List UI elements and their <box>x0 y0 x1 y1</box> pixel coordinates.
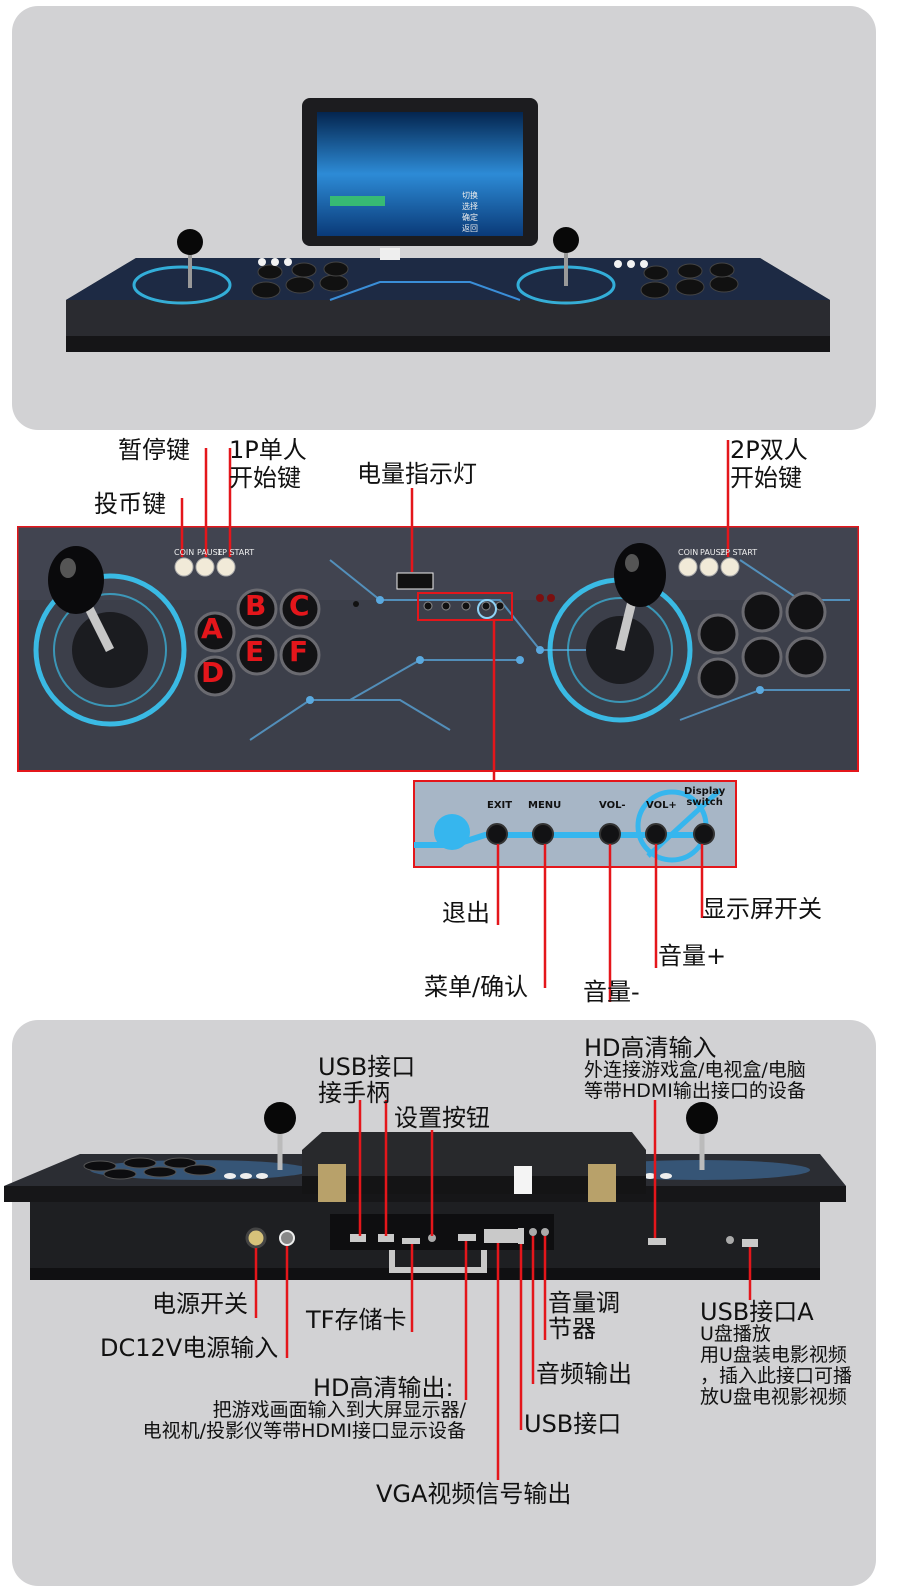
panel-mark-start-2p: 2P START <box>720 548 758 557</box>
button-letter-b: B <box>245 589 267 622</box>
button-letter-e: E <box>245 635 265 668</box>
label-usb-joystick: USB接口 接手柄 <box>318 1053 416 1107</box>
screen-menu-item: 返回 <box>462 224 478 233</box>
button-letter-a: A <box>201 612 223 645</box>
button-letter-d: D <box>201 656 225 689</box>
zoom-label-exit: EXIT <box>487 800 513 811</box>
label-power-switch: 电源开关 <box>152 1290 248 1318</box>
button-letter-f: F <box>289 635 309 668</box>
label-exit: 退出 <box>442 899 490 927</box>
label-volume-plus: 音量+ <box>658 942 727 970</box>
label-battery-indicator: 电量指示灯 <box>357 460 477 488</box>
label-hd-output-title: HD高清输出: <box>313 1374 454 1402</box>
label-hd-output-desc: 把游戏画面输入到大屏显示器/ 电视机/投影仪等带HDMI接口显示设备 <box>142 1399 466 1442</box>
label-coin: 投币键 <box>94 490 166 518</box>
label-menu-confirm: 菜单/确认 <box>424 973 529 1001</box>
label-2p-start: 2P双人 开始键 <box>730 436 808 492</box>
panel-mark-start-1p: 1P START <box>217 548 255 557</box>
panel-mark-coin-1p: COIN <box>174 548 195 557</box>
panel-mark-coin-2p: COIN <box>678 548 699 557</box>
screen-menu-item: 确定 <box>462 213 478 222</box>
top-view-diagram <box>17 440 859 1002</box>
label-usb-a-desc: U盘播放 用U盘装电影视频 ，插入此接口可播 放U盘电视影视频 <box>700 1323 853 1408</box>
label-hd-input-desc: 外连接游戏盒/电视盒/电脑 等带HDMI输出接口的设备 <box>584 1059 806 1102</box>
label-tf-card: TF存储卡 <box>306 1306 407 1334</box>
panel-mark-pause-2p: PAUSE <box>700 548 726 557</box>
label-vga-output: VGA视频信号输出 <box>376 1480 572 1508</box>
label-settings-button: 设置按钮 <box>394 1104 490 1132</box>
label-pause: 暂停键 <box>118 436 190 464</box>
console-illustration <box>66 98 830 352</box>
zoom-label-vol-plus: VOL+ <box>646 800 677 811</box>
label-usb-port: USB接口 <box>524 1410 622 1438</box>
button-letter-c: C <box>289 589 310 622</box>
label-usb-a-title: USB接口A <box>700 1298 814 1326</box>
label-display-switch: 显示屏开关 <box>702 895 822 923</box>
label-hd-input-title: HD高清输入 <box>584 1034 717 1062</box>
label-volume-knob: 音量调 节器 <box>548 1289 620 1343</box>
zoom-label-display: Display switch <box>684 786 726 808</box>
label-volume-minus: 音量- <box>583 978 640 1006</box>
label-dc-input: DC12V电源输入 <box>100 1334 279 1362</box>
panel-mark-pause-1p: PAUSE <box>197 548 223 557</box>
ports-panel <box>12 1020 876 1586</box>
screen-menu-item: 选择 <box>462 202 478 211</box>
screen-menu-item: 切换 <box>462 191 478 200</box>
label-audio-output: 音频输出 <box>536 1360 632 1388</box>
zoom-label-menu: MENU <box>528 800 562 811</box>
zoom-label-vol-minus: VOL- <box>599 800 626 811</box>
label-1p-start: 1P单人 开始键 <box>229 436 307 492</box>
